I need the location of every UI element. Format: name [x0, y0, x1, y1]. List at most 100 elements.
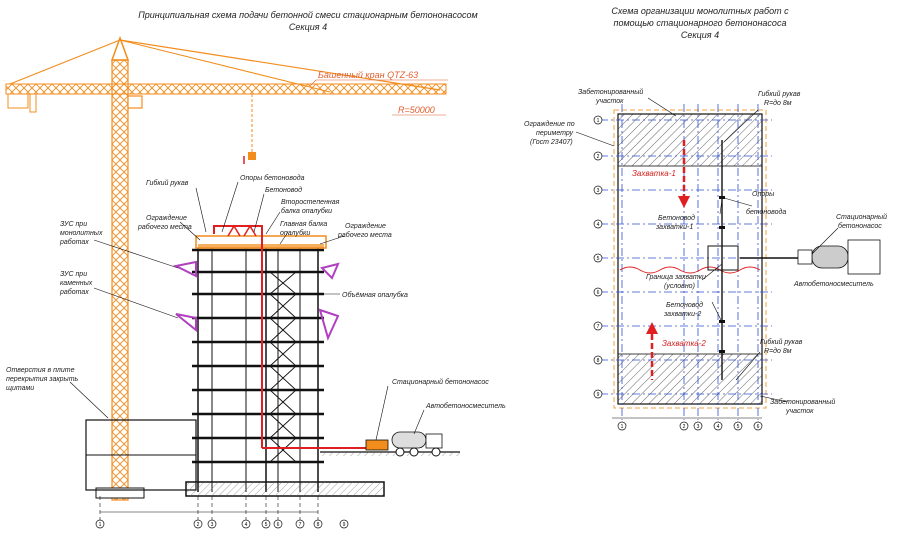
label-pipe-grip2-2: захватки-2 [663, 311, 701, 318]
concreted-area-top [617, 113, 763, 167]
label-fence-left-2: рабочего места [137, 223, 192, 231]
right-plan-drawing: Схема организации монолитных работ с пом… [524, 6, 887, 431]
label-mixer-right: Автобетоносмеситель [793, 280, 874, 288]
plan-pump-mixer [797, 239, 881, 275]
label-fence-right-2: рабочего места [337, 231, 392, 239]
label-volume-formwork: Объёмная опалубка [342, 291, 408, 299]
label-flex-hose: Гибкий рукав [146, 179, 189, 187]
label-zus-stone-2: каменных [60, 280, 93, 287]
label-zus-mono-2: монолитных [60, 230, 103, 237]
grip-boundary-line [619, 266, 761, 274]
label-pump-2: бетононасос [838, 222, 882, 230]
label-perimeter-1: Ограждение по [524, 120, 575, 128]
label-zus-mono-1: ЗУС при [60, 221, 87, 228]
axis-left-8: 8 [317, 522, 320, 528]
dimension-lines [99, 496, 319, 520]
left-section-drawing: Принципиальная схема подачи бетонной сме… [5, 10, 506, 529]
label-stationary-pump: Стационарный бетононасос [392, 378, 489, 386]
volumetric-formwork [172, 260, 340, 341]
label-boundary-2: (условно) [664, 283, 695, 290]
label-pump-1: Стационарный [836, 213, 887, 221]
right-title-2: помощью стационарного бетононасоса [614, 18, 787, 28]
label-holes-1: Отверстия в плите [6, 367, 75, 374]
label-fence-right-1: Ограждение [345, 222, 386, 230]
axis-left-2: 2 [197, 522, 200, 528]
concreted-area-bottom [617, 353, 763, 405]
label-zus-stone-3: работах [59, 288, 89, 296]
label-pipe-grip1-2: захватки-1 [655, 224, 693, 231]
label-holes-2: перекрытия закрыть [6, 376, 79, 383]
label-perimeter-3: (Гост 23407) [530, 139, 573, 146]
col-1: 1 [621, 424, 624, 430]
col-3: 3 [697, 424, 700, 430]
label-pipe-supports: Опоры бетоновода [240, 174, 305, 182]
left-title: Принципиальная схема подачи бетонной сме… [138, 10, 477, 20]
label-supports-1: Опоры [752, 191, 775, 198]
left-subtitle: Секция 4 [289, 22, 327, 32]
row-7: 7 [597, 324, 600, 330]
pump-and-mixer [365, 431, 443, 457]
label-boundary-1: Граница захватки [646, 274, 706, 281]
perimeter-fence [613, 109, 767, 409]
label-pipe-grip1-1: Бетоновод [658, 214, 695, 222]
plan-grid [600, 104, 772, 420]
grip-arrows [646, 140, 690, 380]
label-concrete-pipe: Бетоновод [265, 186, 302, 194]
axis-bubbles-left: 1 2 3 4 5 6 7 8 9 [95, 519, 349, 529]
label-hose-bottom-1: Гибкий рукав [760, 338, 803, 346]
right-title-1: Схема организации монолитных работ с [611, 6, 789, 16]
label-fence-left-1: Ограждение [146, 214, 187, 222]
row-8: 8 [597, 358, 600, 364]
label-supports-2: бетоновода [746, 208, 786, 216]
col-5: 5 [737, 424, 740, 430]
pipe-supports [227, 224, 257, 237]
row-3: 3 [597, 188, 600, 194]
slab-outline [617, 113, 763, 405]
label-zus-stone-1: ЗУС при [60, 271, 87, 278]
label-secondary-beam-2: балка опалубки [281, 207, 332, 215]
row-5: 5 [597, 256, 600, 262]
label-mixer: Автобетоносмеситель [425, 402, 506, 410]
label-main-beam-2: опалубки [280, 229, 310, 237]
axis-left-1: 1 [99, 522, 102, 528]
crane-label: Башенный кран QTZ-63 [318, 70, 418, 80]
row-1: 1 [597, 118, 600, 124]
label-concreted-top-1: Забетонированный [578, 88, 643, 96]
axis-left-5: 5 [265, 522, 268, 528]
label-hose-bottom-2: R=до 8м [764, 347, 792, 355]
label-holes-3: щитами [6, 385, 34, 392]
label-main-beam-1: Главная балка [280, 220, 327, 228]
foundation [186, 482, 384, 496]
plan-leader-lines [575, 97, 839, 403]
row-4: 4 [597, 222, 600, 228]
label-hose-top-2: R=до 8м [764, 99, 792, 107]
axis-left-6: 6 [277, 522, 280, 528]
axis-left-3: 3 [211, 522, 214, 528]
label-hose-top-1: Гибкий рукав [758, 90, 801, 98]
axis-left-7: 7 [299, 522, 302, 528]
plan-row-bubbles: 1 2 3 4 5 6 7 8 9 [593, 115, 603, 399]
axis-left-4: 4 [245, 522, 248, 528]
label-secondary-beam-1: Второстепенная [281, 199, 340, 206]
row-9: 9 [597, 392, 600, 398]
right-title-3: Секция 4 [681, 30, 719, 40]
label-grip2: Захватка-2 [662, 339, 706, 348]
label-concreted-bottom-2: участок [785, 408, 814, 415]
label-perimeter-2: периметру [536, 130, 574, 137]
plan-col-bubbles: 1 2 3 4 5 6 [612, 417, 763, 431]
col-4: 4 [717, 424, 720, 430]
row-6: 6 [597, 290, 600, 296]
label-pipe-grip2-1: Бетоновод [666, 301, 703, 309]
col-2: 2 [683, 424, 686, 430]
leader-lines [69, 181, 425, 441]
radius-label: R=50000 [398, 105, 435, 115]
concrete-pipe [213, 156, 370, 449]
col-6: 6 [757, 424, 760, 430]
building-frame [85, 248, 385, 497]
tower-crane [5, 35, 447, 501]
label-concreted-bottom-1: Забетонированный [770, 398, 835, 406]
label-zus-mono-3: работах [59, 238, 89, 246]
axis-left-9: 9 [343, 522, 346, 528]
row-2: 2 [597, 154, 600, 160]
